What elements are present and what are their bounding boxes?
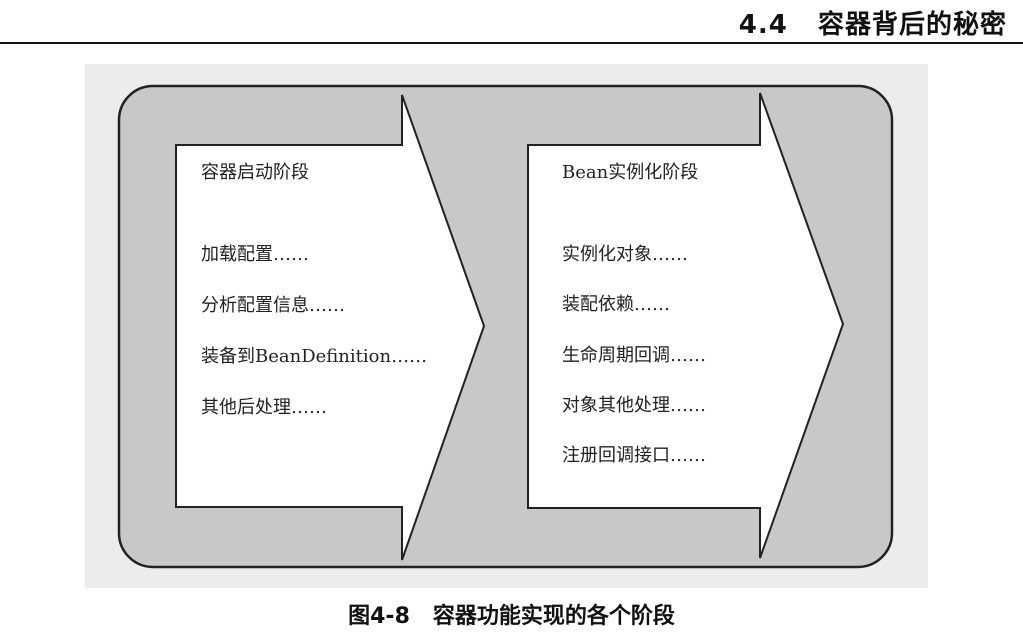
stage-item: 其他后处理…… [201,397,327,418]
stage-item: 装备到BeanDefinition…… [201,346,427,367]
stage-item: 加载配置…… [201,244,309,265]
stage-item: 生命周期回调…… [562,345,706,366]
header-rule [0,42,1023,44]
stage-arrow-startup [175,94,486,561]
stage-title-startup: 容器启动阶段 [201,162,309,183]
figure-caption: 图4-8 容器功能实现的各个阶段 [348,604,675,629]
stage-item: 实例化对象…… [562,244,688,265]
running-head: 4.4 容器背后的秘密 [738,10,1007,40]
stage-item: 对象其他处理…… [562,395,706,416]
stage-title-instantiation: Bean实例化阶段 [562,162,698,183]
stage-item: 装配依赖…… [562,294,670,315]
stage-item: 分析配置信息…… [201,295,345,316]
stage-arrow-instantiation [527,92,845,559]
stage-item: 注册回调接口…… [562,445,706,466]
